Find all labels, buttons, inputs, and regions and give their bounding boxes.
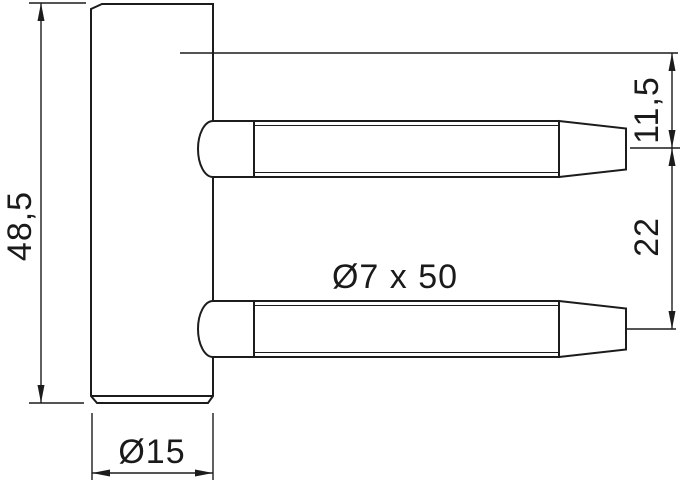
arrowhead-up-icon: [37, 3, 45, 21]
pin-size-label: Ø7 x 50: [332, 258, 458, 296]
arrowhead-right-icon: [195, 469, 213, 477]
hinge-body: [90, 3, 214, 404]
overall-height-label: 48,5: [1, 191, 39, 261]
dimension-body-diameter: Ø15: [91, 413, 214, 480]
arrowhead-left-icon: [92, 469, 110, 477]
pin-top-shaft: [253, 120, 560, 178]
pin-spacing-label: 22: [628, 217, 666, 257]
hinge-body-outline: [90, 3, 214, 404]
mounting-pin-top: [197, 119, 627, 179]
pin-top-tapered-tip: [558, 119, 627, 179]
arrowhead-up-icon: [668, 53, 676, 71]
mounting-pin-bottom: [197, 299, 627, 359]
pin-bottom-cap: [197, 300, 255, 358]
pin-top-offset-label: 11,5: [628, 76, 666, 144]
arrowhead-down-icon: [37, 385, 45, 403]
pin-bottom-shaft: [253, 300, 560, 358]
arrowhead-up-icon: [668, 148, 676, 166]
pin-top-cap: [197, 120, 255, 178]
arrowhead-down-icon: [668, 311, 676, 329]
arrowhead-down-icon: [668, 130, 676, 148]
pin-bottom-tapered-tip: [558, 299, 627, 359]
body-diameter-label: Ø15: [118, 433, 185, 471]
dimension-overall-height: 48,5: [1, 2, 86, 404]
dimension-pin-positions: 11,5 22: [627, 53, 680, 330]
